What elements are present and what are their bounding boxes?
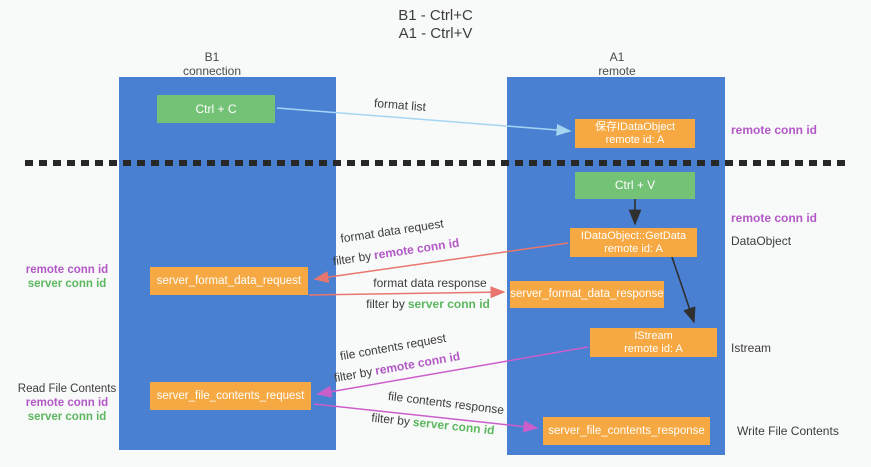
- format-data-response-text: format data response: [373, 276, 487, 290]
- left-remote-conn-id-top: remote conn id: [25, 264, 109, 276]
- left-server-conn-id-top: server conn id: [27, 278, 107, 290]
- filter-by-text: filter by: [366, 297, 405, 311]
- title-line-1: B1 - Ctrl+C: [398, 7, 473, 24]
- right-remote-conn-id-top: remote conn id: [731, 123, 818, 137]
- getdata-node: IDataObject::GetData remote id: A: [570, 228, 697, 257]
- istream-line1: IStream: [634, 329, 673, 342]
- write-file-contents-annotation: Write File Contents: [737, 424, 839, 438]
- server-file-contents-request-label: server_file_contents_request: [156, 389, 305, 402]
- getdata-line1: IDataObject::GetData: [580, 229, 687, 242]
- getdata-line2: remote id: A: [604, 242, 663, 255]
- lane-a1-subtitle: remote: [598, 64, 636, 78]
- format-list-arrow: [276, 107, 572, 136]
- save-idataobject-line2: remote id: A: [605, 133, 665, 146]
- format-data-response-arrow: [308, 286, 506, 299]
- server-format-data-request-label: server_format_data_request: [156, 274, 302, 287]
- left-remote-conn-id-bottom: remote conn id: [25, 397, 109, 409]
- left-server-conn-id-bottom: server conn id: [27, 411, 107, 423]
- diagram-title: B1 - Ctrl+C A1 - Ctrl+V: [0, 7, 871, 43]
- lane-a1-title: A1: [609, 50, 625, 64]
- right-remote-conn-id-mid: remote conn id: [731, 211, 818, 225]
- ctrl-v-label: Ctrl + V: [614, 178, 656, 192]
- server-conn-id-keyword: server conn id: [407, 297, 490, 311]
- server-file-contents-request-node: server_file_contents_request: [150, 382, 311, 410]
- save-idataobject-node: 保存IDataObject remote id: A: [575, 119, 695, 148]
- server-file-contents-response-label: server_file_contents_response: [548, 424, 705, 437]
- ctrl-v-node: Ctrl + V: [575, 172, 695, 199]
- lane-header-b1: B1 connection: [147, 50, 277, 78]
- server-format-data-request-node: server_format_data_request: [150, 267, 308, 295]
- server-format-data-response-label: server_format_data_response: [510, 288, 664, 300]
- dataobject-annotation: DataObject: [731, 234, 792, 248]
- left-conn-id-block-top: remote conn id server conn id: [15, 263, 119, 291]
- file-contents-response-arrow: [313, 403, 539, 433]
- istream-annotation: Istream: [731, 341, 772, 355]
- istream-line2: remote id: A: [624, 342, 683, 355]
- save-idataobject-line1: 保存IDataObject: [594, 120, 676, 133]
- left-conn-id-block-bottom: Read File Contents remote conn id server…: [15, 382, 119, 424]
- file-contents-request-arrow: [316, 346, 589, 398]
- server-format-data-response-node: server_format_data_response: [510, 281, 664, 308]
- istream-node: IStream remote id: A: [590, 328, 717, 357]
- ctrl-c-label: Ctrl + C: [195, 101, 237, 116]
- ctrl-c-node: Ctrl + C: [157, 95, 275, 123]
- format-data-response-label: format data response: [373, 276, 486, 290]
- server-file-contents-response-node: server_file_contents_response: [543, 417, 710, 445]
- title-line-2: A1 - Ctrl+V: [398, 25, 473, 42]
- getdata-to-istream-arrow: [671, 256, 696, 324]
- lane-header-a1: A1 remote: [552, 50, 682, 78]
- lane-b1-subtitle: connection: [182, 64, 242, 78]
- lane-b1-title: B1: [204, 50, 220, 64]
- read-file-contents-annotation: Read File Contents: [17, 383, 117, 395]
- format-data-request-arrow: [313, 242, 569, 284]
